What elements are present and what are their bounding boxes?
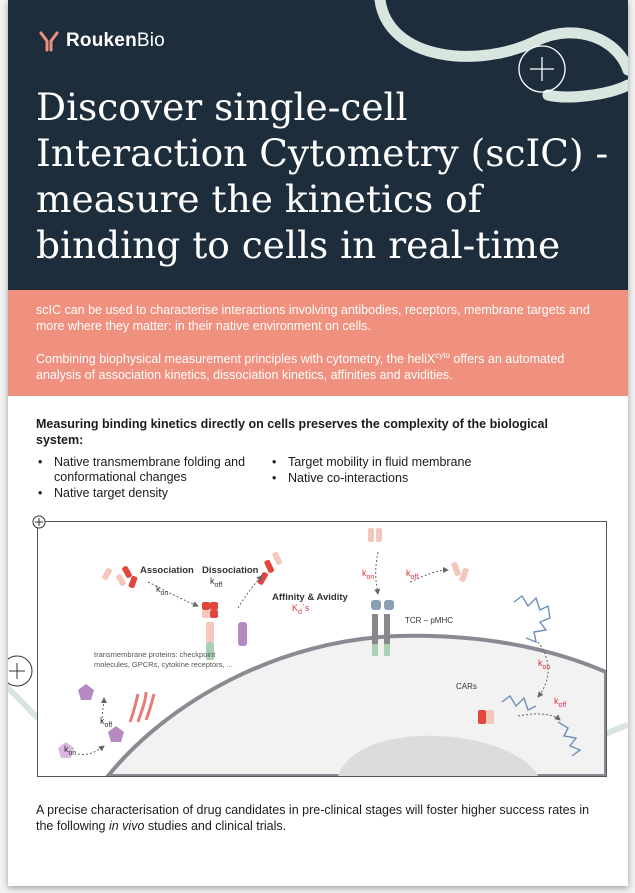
brochure-page: RoukenBio Discover single-cell Interacti…: [8, 0, 628, 886]
plus-circle-left-icon: [8, 655, 33, 687]
page-title: Discover single-cell Interaction Cytomet…: [36, 85, 609, 267]
car-receptor: [478, 594, 582, 757]
association-label: Association: [140, 565, 194, 576]
k-on-label-gpcr: kon: [64, 744, 76, 757]
conclusion-end: studies and clinical trials.: [144, 819, 287, 833]
brand-name: RoukenBio: [66, 30, 165, 52]
list-item: Native transmembrane folding and conform…: [36, 455, 266, 485]
intro-band: scIC can be used to characterise interac…: [8, 290, 628, 396]
k-on-label-tcr: kon: [362, 568, 374, 581]
k-off-label-dissociation: koff: [210, 576, 222, 589]
on-subscript: on: [542, 663, 551, 671]
intro-p2-start: Combining biophysical measurement princi…: [36, 352, 436, 367]
list-item: Native target density: [36, 486, 266, 501]
antibody-free-1: [102, 566, 138, 589]
kd-letter: K: [292, 603, 299, 613]
conclusion-italic: in vivo: [108, 819, 145, 833]
affinity-label: Affinity & Avidity: [272, 592, 348, 603]
k-off-label-tcr: koff: [406, 568, 418, 581]
k-letter: k: [156, 584, 161, 594]
on-subscript: on: [68, 749, 77, 757]
list-item: Target mobility in fluid membrane: [270, 455, 590, 470]
off-subscript: off: [558, 701, 567, 709]
k-off-label-car: koff: [554, 696, 566, 709]
antibody-dissociated: [257, 551, 283, 585]
off-subscript: off: [214, 581, 223, 589]
brand-name-bold: Rouken: [66, 30, 137, 51]
scic-diagram: Association Dissociation kon koff Affini…: [37, 521, 607, 777]
intro-paragraph-1: scIC can be used to characterise interac…: [36, 303, 590, 333]
gpcr-ligands: [58, 684, 156, 758]
tcr-pmhc-label: TCR – pMHC: [405, 616, 454, 625]
kd-label: Kd´s: [292, 603, 309, 616]
k-letter: k: [554, 696, 559, 706]
benefits-heading: Measuring binding kinetics directly on c…: [36, 417, 548, 447]
conclusion-text: A precise characterisation of drug candi…: [36, 802, 606, 834]
k-letter: k: [406, 568, 411, 578]
off-subscript: off: [410, 573, 419, 581]
on-subscript: on: [160, 589, 169, 597]
benefits-list-left: Native transmembrane folding and conform…: [36, 455, 266, 502]
hero-section: RoukenBio Discover single-cell Interacti…: [8, 0, 628, 290]
off-subscript: off: [104, 721, 113, 729]
antibody-bound: [202, 602, 247, 660]
rouken-antibody-logo-icon: [39, 31, 59, 52]
decorative-curve: [374, 0, 628, 103]
k-letter: k: [362, 568, 367, 578]
plus-circle-icon: [518, 45, 566, 93]
k-letter: k: [64, 744, 69, 754]
helix-cyto-superscript: cyto: [435, 351, 450, 360]
brand-name-light: Bio: [136, 30, 165, 51]
kd-subscript: d: [298, 608, 302, 616]
k-letter: k: [100, 716, 105, 726]
plus-circle-small-icon: [32, 515, 46, 529]
tcr-pmhc: [368, 528, 469, 656]
k-on-label-car: kon: [538, 658, 550, 671]
brand-logo: RoukenBio: [38, 30, 165, 52]
k-letter: k: [210, 576, 215, 586]
on-subscript: on: [366, 573, 375, 581]
benefits-list-right: Target mobility in fluid membrane Native…: [270, 455, 590, 487]
dissociation-label: Dissociation: [202, 565, 259, 576]
kd-suffix: ´s: [301, 603, 310, 613]
k-letter: k: [538, 658, 543, 668]
cars-label: CARs: [456, 682, 477, 691]
intro-p2-end: offers an automated analysis of associat…: [36, 352, 565, 383]
k-off-label-gpcr: koff: [100, 716, 112, 729]
conclusion-start: A precise characterisation of drug candi…: [36, 803, 590, 833]
transmembrane-label: transmembrane proteins: checkpoint molec…: [94, 650, 233, 669]
list-item: Native co-interactions: [270, 471, 590, 486]
intro-paragraph-2: Combining biophysical measurement princi…: [36, 348, 611, 383]
k-on-label-association: kon: [156, 584, 168, 597]
cell-binding-illustration: [58, 528, 606, 776]
